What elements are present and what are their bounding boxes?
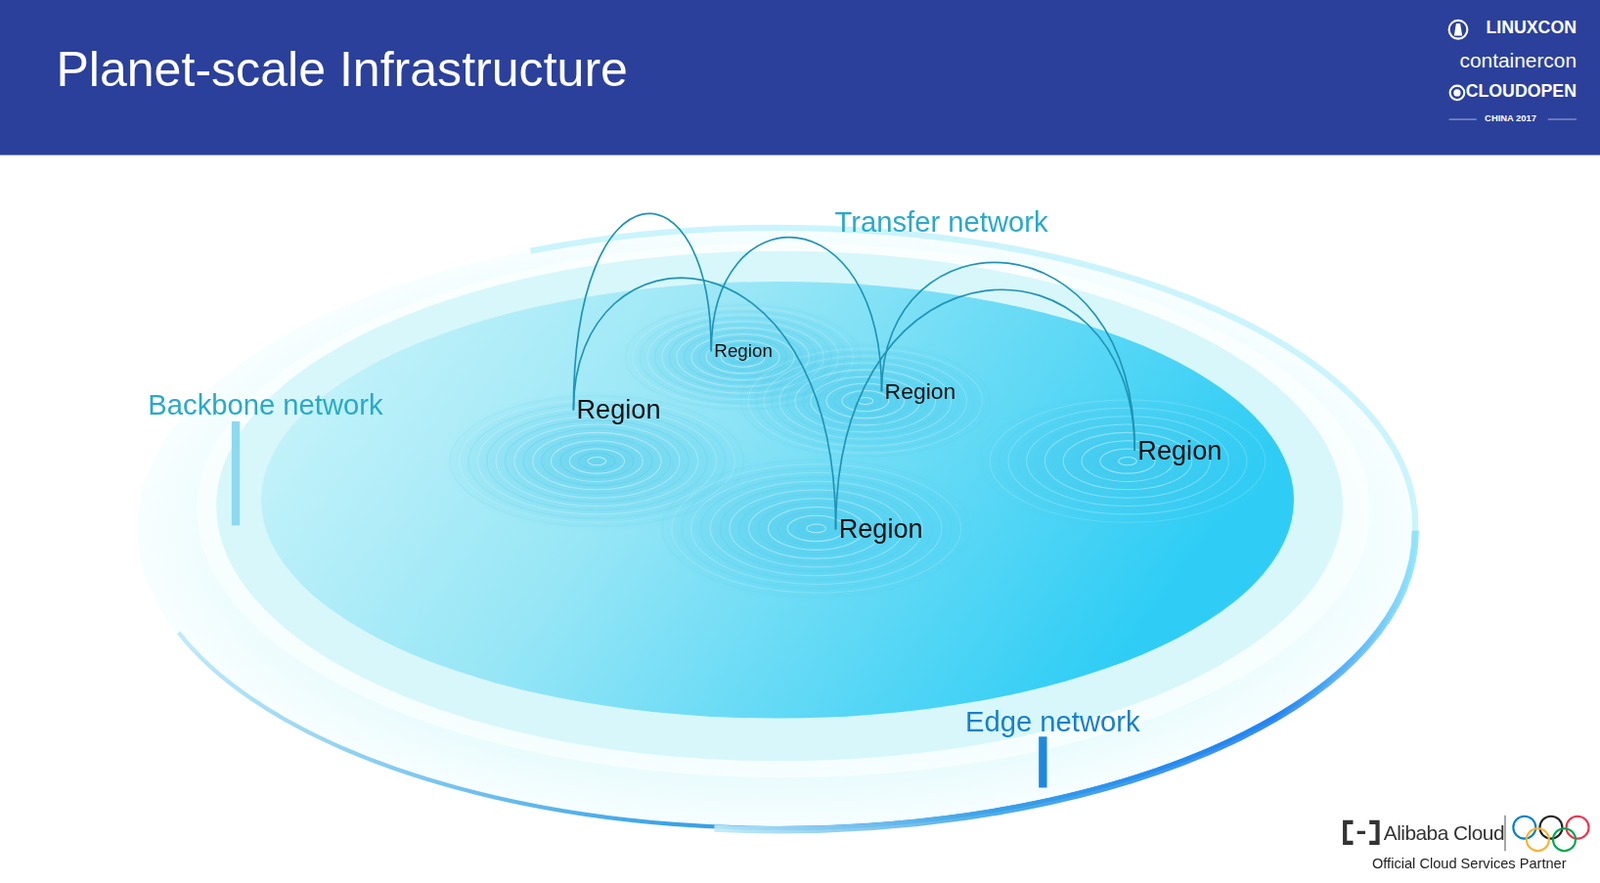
transfer-arc <box>573 213 712 410</box>
region-label: Region <box>577 395 662 426</box>
edge-network-arc-thick <box>713 531 1416 831</box>
transfer-arc <box>881 262 1135 451</box>
ripple-ring <box>495 416 699 507</box>
inner-disc <box>261 281 1294 719</box>
region-node: Region <box>836 514 927 545</box>
linuxcon-icon <box>1449 20 1468 40</box>
region-label: Region <box>885 378 957 404</box>
ripple-ring <box>587 456 607 465</box>
region-node: Region <box>881 378 959 404</box>
ripple-ring <box>849 394 882 408</box>
cloudopen-icon <box>1450 86 1466 101</box>
ripple-ring <box>806 524 827 534</box>
ripple-ring <box>681 468 952 589</box>
region-node: Region <box>1134 436 1225 467</box>
ripple-ring <box>578 452 617 470</box>
ripple-ring <box>998 403 1256 519</box>
ripple-ring <box>569 448 624 474</box>
ripple-ring <box>533 432 662 489</box>
slide-title: Planet-scale Infrastructure <box>55 41 628 98</box>
backbone-marker <box>231 421 240 526</box>
header-bar <box>0 0 1600 156</box>
partner-logo-text: Alibaba Cloud <box>1383 821 1505 845</box>
partner-caption: Official Cloud Services Partner <box>1372 854 1567 872</box>
china-rule-left <box>1449 119 1477 121</box>
ripple-ring <box>671 464 962 593</box>
ripple-ring <box>662 459 972 597</box>
ripple-ring <box>797 520 836 538</box>
ripple-glow <box>974 390 1281 534</box>
ripple-ring <box>541 437 653 487</box>
ripple-ring <box>740 345 990 457</box>
edge-network-arc <box>178 531 1417 829</box>
ripple-ring <box>514 424 680 498</box>
ripple-ring <box>550 441 643 483</box>
ripple-glow <box>655 453 978 604</box>
ripple-ring <box>504 420 689 502</box>
ripple-ring <box>755 352 975 449</box>
ripple-ring <box>691 472 942 584</box>
region-node: Region <box>711 340 776 362</box>
ripple-ring <box>989 400 1266 523</box>
logo-text: CLOUDOPEN <box>1466 81 1577 101</box>
logo-text: CHINA 2017 <box>1484 113 1537 125</box>
ripple-ring <box>523 428 670 494</box>
transfer-arc <box>573 277 836 530</box>
outer-ring-edge <box>531 227 1417 532</box>
ripple-ring <box>763 355 968 446</box>
ripple-ring <box>1017 412 1238 511</box>
ripple-ring <box>771 358 960 443</box>
olympic-rings <box>1512 816 1589 851</box>
logo-text: LINUXCON <box>1485 18 1577 39</box>
ripple-ring <box>1026 416 1230 507</box>
region-node: Region <box>573 395 664 426</box>
ripple-ring <box>748 349 982 453</box>
transfer-arc <box>711 237 882 393</box>
logo-text: containercon <box>1460 48 1577 73</box>
region-label: Region <box>839 514 924 545</box>
ripple-ring <box>1008 407 1247 515</box>
middle-band <box>196 242 1371 778</box>
ripple-ring <box>1118 456 1138 465</box>
region-label: Region <box>713 340 773 362</box>
region-label: Region <box>1137 436 1222 467</box>
ripple-glow <box>735 340 996 462</box>
edge-marker <box>1038 736 1047 788</box>
ripple-ring <box>700 477 933 580</box>
network-label: Edge network <box>965 706 1141 740</box>
china-rule-right <box>1548 119 1577 121</box>
ripple-ring <box>710 481 923 576</box>
transfer-arc <box>836 289 1136 530</box>
ripple-ring <box>842 390 889 411</box>
middle-ring <box>216 251 1343 762</box>
ripple-ring <box>980 396 1275 528</box>
network-label: Backbone network <box>147 389 383 423</box>
ripple-ring <box>560 444 634 478</box>
network-label: Transfer network <box>834 206 1048 240</box>
alibaba-icon <box>1344 822 1378 844</box>
logo-divider <box>1504 815 1506 852</box>
outer-ring <box>136 226 1419 832</box>
